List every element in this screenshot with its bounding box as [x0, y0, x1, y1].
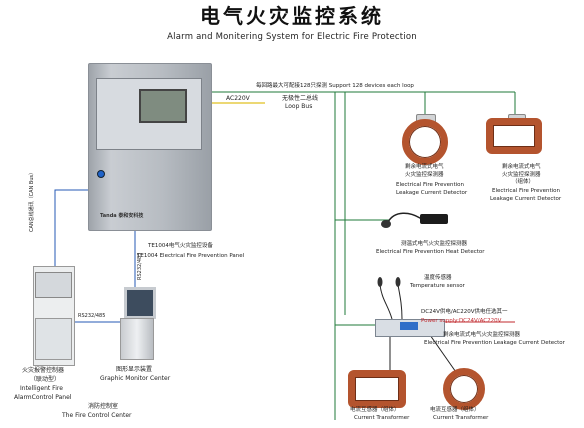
loop-capacity-note: 每回路最大可配接128只探测 Support 128 devices each …	[256, 83, 414, 89]
detector2-cn3: （组体）	[512, 179, 535, 185]
monitor-label-en: Graphic Monitor Center	[100, 375, 171, 382]
panel-screen	[139, 89, 187, 123]
can-bus-wires	[54, 189, 136, 323]
graphic-monitor-stand	[120, 318, 154, 360]
cabinet-lower-module	[35, 318, 72, 360]
monitor-label-cn: 图形显示装置	[116, 366, 153, 373]
rs485-vertical-label: RS232/485	[137, 252, 143, 280]
ac220v-label: AC220V	[226, 95, 250, 102]
diagram-title-cn: 电气火灾监控系统	[200, 4, 384, 28]
detector2-cn2: 火灾监控探测器	[502, 172, 541, 178]
power-label-en: Power supply:DC24V/AC220V	[421, 318, 502, 324]
rs232-label: RS232/485	[78, 313, 106, 319]
heat-probe	[381, 220, 391, 228]
heat-detector-body	[420, 214, 448, 224]
current-transformer-rect	[348, 370, 406, 408]
heat-detector-en: Electrical Fire Prevention Heat Detector	[376, 249, 485, 255]
loop-bus-wires	[211, 91, 516, 420]
control-center-en: The Fire Control Center	[62, 412, 132, 419]
detector2-cn1: 剩余电流式电气	[502, 164, 541, 170]
alarm-label-en2: AlarmControl Panel	[14, 394, 72, 401]
loop-bus-label-en: Loop Bus	[285, 103, 313, 110]
panel-label-en: TE1004 Electrical Fire Prevention Panel	[137, 253, 245, 259]
control-center-cn: 消防控制室	[88, 403, 119, 410]
heat-detector-cn: 测温式电气火灾监控探测器	[401, 241, 468, 247]
diagram-title-en: Alarm and Monitering System for Electric…	[167, 32, 417, 42]
panel-label-cn: TE1004电气火灾监控设备	[148, 243, 213, 249]
cabinet-control-module	[35, 272, 72, 298]
temp-sensor-leads	[379, 284, 459, 376]
ct1-en: Current Transformer	[354, 415, 410, 421]
temp-sensor-en: Temperature sensor	[410, 283, 465, 289]
power-label-cn: DC24V供电/AC220V供电任选其一	[421, 309, 508, 315]
alarm-label-cn2: （联动型）	[30, 376, 61, 383]
current-transformer-ring	[443, 368, 485, 410]
leakage-detector-ring	[402, 119, 448, 165]
temp-sensor-cn: 温度传感器	[424, 275, 452, 281]
loop-bus-label-cn: 无极性二总线	[282, 95, 319, 102]
alarm-label-cn1: 火灾报警控制器	[22, 367, 65, 374]
detector1-en1: Electrical Fire Prevention	[396, 182, 464, 188]
graphic-monitor-screen	[124, 287, 156, 319]
combo-detector-cn: 剩余电流式电气火灾监控探测器	[443, 332, 521, 338]
ct1-cn: 电流互感器（组体）	[350, 407, 400, 413]
temp-probe-2	[395, 277, 401, 287]
alarm-label-en1: Intelligent Fire	[20, 385, 63, 392]
ct2-en: Current Transformer	[433, 415, 489, 421]
detector1-cn2: 火灾监控探测器	[405, 172, 444, 178]
panel-brand: Tanda 泰和安科技	[100, 213, 144, 219]
ct2-cn: 电流互感器（组体）	[430, 407, 480, 413]
detector2-en2: Leakage Current Detector	[490, 196, 562, 202]
detector1-en2: Leakage Current Detector	[396, 190, 468, 196]
combo-detector-en: Electrical Fire Prevention Leakage Curre…	[424, 340, 565, 346]
temp-probe-1	[377, 277, 383, 287]
combo-detector-screen	[400, 322, 418, 330]
detector1-cn1: 剩余电流式电气	[405, 164, 444, 170]
can-bus-label: CAN总线通讯（CAN Bus）	[29, 169, 35, 232]
heat-detector-cable	[387, 212, 446, 223]
leakage-detector-rect	[486, 118, 542, 154]
panel-indicator-icon	[97, 170, 105, 178]
detector2-en1: Electrical Fire Prevention	[492, 188, 560, 194]
